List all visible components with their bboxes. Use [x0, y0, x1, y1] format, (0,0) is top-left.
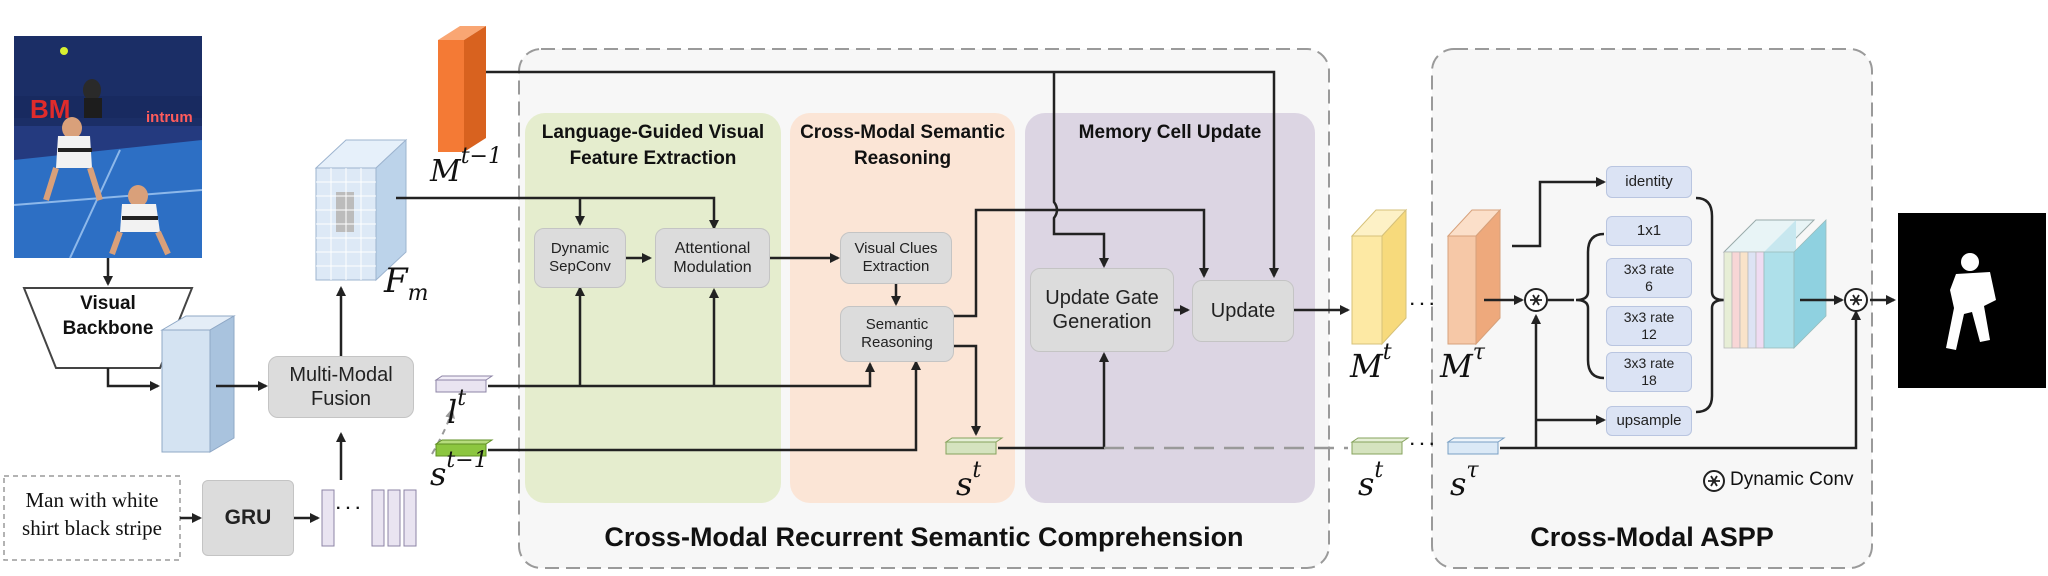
arrow-mprev-to-gate	[1052, 72, 1109, 268]
arrow-sprev-to-reasoning	[488, 360, 921, 452]
label-st-right: st	[1358, 458, 1384, 503]
arrow-reasoning-to-st	[954, 344, 981, 436]
attentional-modulation-block: Attentional Modulation	[655, 228, 770, 288]
aspp-3x3-rate12: 3x3 rate 12	[1606, 306, 1692, 346]
memory-tau-block	[1446, 208, 1502, 346]
section-lgvfe-title: Language-Guided Visual Feature Extractio…	[541, 122, 765, 169]
label-mt: Mt	[1350, 340, 1392, 385]
arrow-lt-to-reasoning	[488, 362, 875, 388]
gru-label: GRU	[224, 506, 272, 530]
word-embeddings	[321, 489, 417, 547]
arrow-reasoning-to-update	[954, 208, 1209, 318]
caption-frame	[3, 475, 181, 561]
caption-text: Man with white shirt black stripe	[22, 488, 162, 541]
label-sprev: st−1	[430, 448, 488, 493]
label-lt: lt	[447, 386, 467, 431]
arrow-words-to-sentence	[431, 408, 455, 455]
aspp-1x1: 1x1	[1606, 216, 1692, 246]
label-fm: Fm	[384, 261, 429, 306]
fusion-label: Multi-Modal Fusion	[289, 364, 393, 410]
input-image: BM intrum	[13, 36, 203, 259]
arrow-stau-to-final	[1500, 310, 1861, 450]
state-tau	[1446, 437, 1506, 455]
arrow-mprev-to-update	[486, 70, 1279, 278]
aspp-concat	[1722, 219, 1827, 349]
section-lgvfe	[525, 113, 781, 503]
visual-clues-block: Visual Clues Extraction	[840, 232, 952, 284]
brace-left	[1575, 232, 1605, 380]
sentence-feature	[434, 375, 494, 393]
dynconv-symbol-1	[1524, 288, 1548, 312]
svg-text:BM: BM	[30, 94, 70, 124]
state-prev	[434, 439, 494, 457]
backbone-feature	[160, 315, 236, 453]
label-stau: sτ	[1450, 458, 1479, 503]
aspp-3x3-rate6: 3x3 rate 6	[1606, 258, 1692, 298]
svg-text:intrum: intrum	[146, 109, 193, 126]
panel-recurrent-title: Cross-Modal Recurrent Semantic Comprehen…	[604, 522, 1244, 552]
output-mask	[1898, 213, 2046, 388]
label-st-center: st	[956, 458, 982, 503]
backbone-shape	[22, 287, 194, 369]
word-ellipsis: · · ·	[336, 500, 361, 517]
arrow-fm-to-attn	[396, 196, 719, 230]
arrow-backbone-to-feature	[106, 368, 160, 391]
legend-label: Dynamic Conv	[1730, 469, 1854, 490]
arrow-mtau-to-identity	[1512, 177, 1606, 248]
dynconv-legend-symbol	[1703, 470, 1725, 492]
aspp-3x3-rate18: 3x3 rate 18	[1606, 352, 1692, 392]
state-t-center	[944, 437, 1004, 455]
aspp-upsample: upsample	[1606, 406, 1692, 436]
backbone-label: Visual Backbone	[62, 293, 154, 339]
dynconv-symbol-2	[1844, 288, 1868, 312]
aspp-identity: identity	[1606, 166, 1692, 198]
ellipsis-st: · · ·	[1410, 436, 1435, 453]
section-mcu-title: Memory Cell Update	[1078, 122, 1262, 143]
section-cmsr-title: Cross-Modal Semantic Reasoning	[800, 122, 1005, 169]
fusion-block: Multi-Modal Fusion	[268, 356, 414, 418]
panel-aspp-title: Cross-Modal ASPP	[1530, 522, 1774, 552]
ellipsis-mt: · · ·	[1410, 296, 1435, 313]
memory-t-block	[1350, 208, 1408, 346]
fm-feature-map	[314, 138, 408, 282]
label-mtau: Mτ	[1440, 340, 1485, 385]
state-t-right	[1350, 437, 1410, 455]
semantic-reasoning-block: Semantic Reasoning	[840, 306, 954, 362]
update-block: Update	[1192, 280, 1294, 342]
update-gate-block: Update Gate Generation	[1030, 268, 1174, 352]
label-mprev: Mt−1	[430, 144, 502, 189]
dynamic-sepconv-block: Dynamic SepConv	[534, 228, 626, 288]
memory-prev-block	[438, 26, 486, 152]
gru-block: GRU	[202, 480, 294, 556]
